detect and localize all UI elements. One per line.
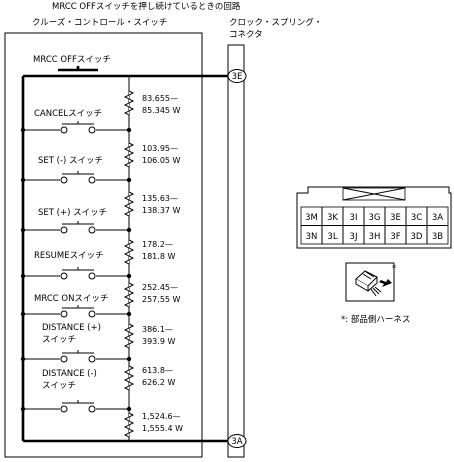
resistor-2-range-line1: 103.95— (142, 144, 178, 153)
switch-rung-distance-minus: DISTANCE (-) スイッチ (20, 369, 132, 413)
resistor-5-range-line2: 257.55 W (142, 295, 181, 304)
pin-3j: 3J (350, 232, 358, 242)
resistor-1-range-line2: 85.345 W (142, 106, 181, 115)
pin-3f: 3F (390, 232, 400, 242)
switch-rung-set-minus: SET (-) スイッチ (20, 156, 132, 184)
switch-rung-cancel: CANCELスイッチ (20, 109, 132, 134)
resistor-7: 613.8— 626.2 W (123, 365, 175, 391)
pin-3n: 3N (306, 232, 318, 242)
switch-label-mrcc-on: MRCC ONスイッチ (34, 294, 108, 304)
resistor-8: 1,524.6— 1,555.4 W (123, 412, 183, 438)
terminal-3e: 3E (227, 69, 247, 83)
pin-3k: 3K (327, 213, 338, 223)
switch-label-resume: RESUMEスイッチ (34, 251, 104, 261)
pin-3g: 3G (369, 213, 381, 223)
right-box-label-line2: コネクタ (229, 30, 263, 40)
switch-label-distance-plus-line2: スイッチ (42, 335, 76, 345)
resistor-5-range-line1: 252.45— (142, 283, 178, 292)
pin-3h: 3H (369, 232, 381, 242)
pin-3m: 3M (305, 213, 318, 223)
resistor-6: 386.1— 393.9 W (123, 323, 175, 349)
resistor-6-range-line2: 393.9 W (142, 337, 175, 346)
connector-icon-mark: * (392, 264, 396, 274)
resistor-5: 252.45— 257.55 W (123, 282, 181, 308)
resistor-2: 103.95— 106.05 W (123, 142, 181, 168)
switch-label-distance-minus-line2: スイッチ (42, 381, 76, 391)
pin-3i: 3I (350, 213, 358, 223)
resistor-1-range-line1: 83.655— (142, 94, 178, 103)
right-box-label-line1: クロック・スプリング・ (229, 17, 322, 28)
resistor-4-range-line1: 178.2— (142, 240, 173, 249)
svg-text:3E: 3E (232, 72, 243, 82)
resistor-8-range-line2: 1,555.4 W (142, 424, 183, 433)
resistor-2-range-line2: 106.05 W (142, 156, 181, 165)
cruise-control-switch-box (4, 32, 203, 458)
switch-rung-set-plus: SET (+) スイッチ (20, 208, 132, 234)
pin-3l: 3L (327, 232, 337, 242)
resistor-3-range-line1: 135.63— (142, 194, 178, 203)
pin-3c: 3C (411, 213, 422, 223)
svg-text:3A: 3A (231, 437, 242, 447)
resistor-3-range-line2: 138.37 W (142, 206, 181, 215)
clock-spring-connector-box (227, 44, 245, 458)
resistor-4-range-line2: 181.8 W (142, 252, 175, 261)
resistor-3: 135.63— 138.37 W (123, 191, 181, 217)
switch-label-cancel: CANCELスイッチ (34, 109, 102, 119)
resistor-6-range-line1: 386.1— (142, 325, 173, 334)
switch-label-set-plus: SET (+) スイッチ (38, 208, 107, 218)
diagram-title: MRCC OFFスイッチを押し続けているときの回路 (52, 1, 241, 12)
switch-rung-resume: RESUMEスイッチ (20, 251, 132, 280)
connector-face: 3M 3K 3I 3G 3E 3C 3A 3N 3L 3J 3H 3F 3D 3… (296, 186, 452, 249)
switch-label-mrcc-off: MRCC OFFスイッチ (33, 55, 111, 65)
resistor-8-range-line1: 1,524.6— (142, 412, 181, 421)
resistor-7-range-line2: 626.2 W (142, 378, 175, 387)
switch-label-distance-plus-line1: DISTANCE (+) (42, 323, 101, 333)
pin-3a: 3A (432, 213, 443, 223)
resistor-1: 83.655— 85.345 W (123, 90, 181, 116)
switch-label-set-minus: SET (-) スイッチ (38, 156, 103, 166)
pin-3b: 3B (432, 232, 443, 242)
switch-rung-distance-plus: DISTANCE (+) スイッチ (20, 323, 132, 363)
harness-connector-icon: * (345, 262, 396, 302)
resistor-4: 178.2— 181.8 W (123, 239, 175, 265)
pin-3e: 3E (390, 213, 401, 223)
terminal-3a: 3A (227, 434, 247, 448)
switch-label-distance-minus-line1: DISTANCE (-) (42, 369, 97, 379)
resistor-7-range-line1: 613.8— (142, 366, 173, 375)
footnote: *: 部品側ハーネス (341, 314, 410, 325)
left-box-label: クルーズ・コントロール・スイッチ (32, 17, 167, 28)
active-circuit-path (21, 66, 236, 443)
pin-3d: 3D (411, 232, 423, 242)
switch-rung-mrcc-on: MRCC ONスイッチ (20, 294, 132, 318)
